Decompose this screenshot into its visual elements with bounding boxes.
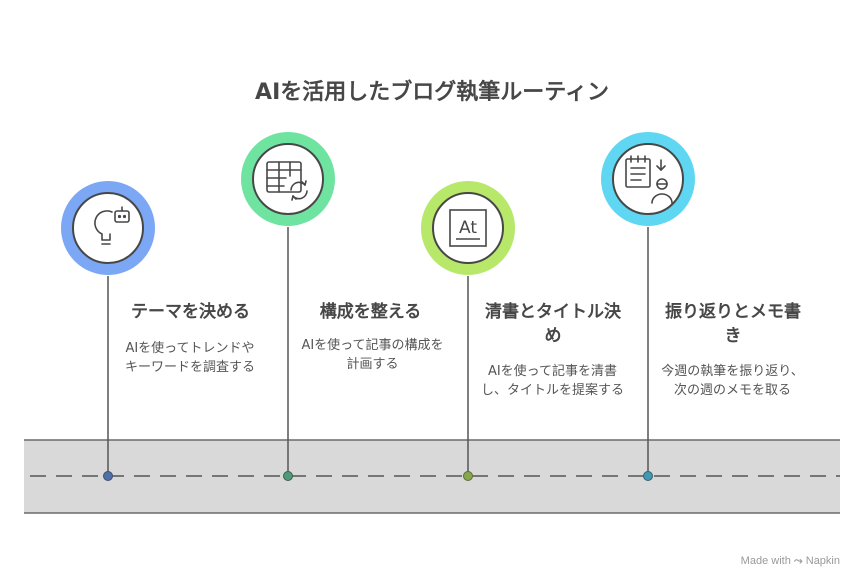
step-1-badge [61, 181, 155, 275]
notes-person-icon [625, 155, 673, 204]
road-dot-3 [463, 471, 473, 481]
step-1-description: AIを使ってトレンドやキーワードを調査する [124, 341, 255, 375]
table-refresh-icon [266, 161, 308, 201]
step-4-badge [601, 132, 695, 226]
diagram-title: AIを活用したブログ執筆ルーティン [255, 80, 609, 105]
road-dot-1 [103, 471, 113, 481]
step-3-title: 清書とタイトル決め [485, 302, 621, 346]
napkin-watermark[interactable]: Made with ⤳ Napkin [741, 555, 840, 568]
road-dot-4 [643, 471, 653, 481]
step-4-description: 今週の執筆を振り返り、次の週のメモを取る [661, 364, 804, 398]
step-2-title: 構成を整える [319, 302, 422, 322]
step-3-badge: At [421, 181, 515, 275]
watermark-prefix: Made with [740, 555, 791, 567]
road-dot-2 [283, 471, 293, 481]
svg-text:At: At [459, 218, 477, 238]
step-4-title: 振り返りとメモ書き [665, 302, 801, 346]
step-2-badge [241, 132, 335, 226]
step-1-title: テーマを決める [131, 302, 250, 322]
step-2-description: AIを使って記事の構成を計画する [301, 338, 444, 372]
lightbulb-robot-icon [94, 206, 130, 245]
watermark-brand: Napkin [805, 555, 840, 567]
step-3-description: AIを使って記事を清書し、タイトルを提案する [480, 364, 624, 398]
napkin-logo-icon: ⤳ [793, 555, 803, 567]
text-at-icon: At [449, 209, 487, 247]
